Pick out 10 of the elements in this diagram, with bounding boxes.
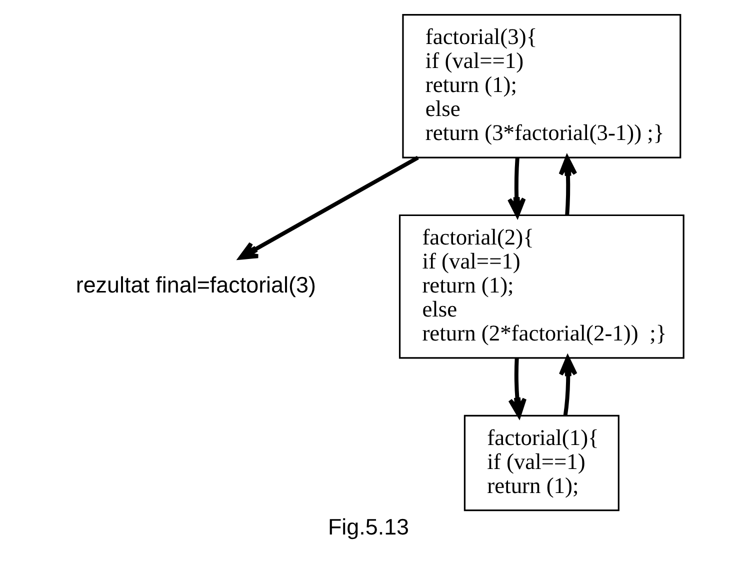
node-text: rezultat final=factorial(3) — [76, 272, 316, 298]
node-box: factorial(1){ if (val==1) return (1); — [464, 414, 620, 512]
caption: Fig.5.13 — [328, 514, 410, 540]
arrow — [558, 156, 578, 216]
node-box: factorial(2){ if (val==1) return (1); else return (2*factorial(2-1)) ;} — [398, 214, 684, 359]
arrow — [508, 358, 527, 418]
arrow — [507, 158, 526, 218]
arrow — [238, 156, 419, 260]
arrow — [558, 356, 578, 416]
node-box: factorial(3){ if (val==1) return (1); else return (3*factorial(3-1)) ;} — [402, 14, 682, 158]
